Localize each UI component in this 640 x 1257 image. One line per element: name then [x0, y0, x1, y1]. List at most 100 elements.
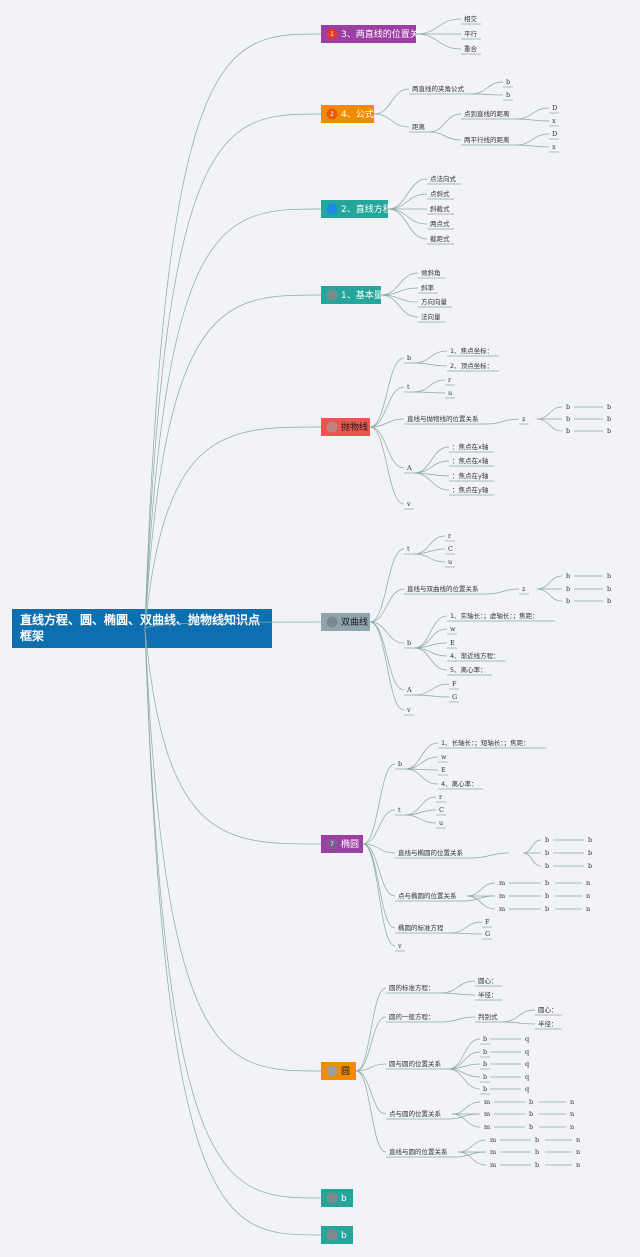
branch-hyper-1-0-link — [486, 588, 520, 595]
branch-parab-0-1-link — [413, 362, 448, 367]
branch-circle-3-0-row-c-0: n — [570, 1098, 574, 1106]
branch-basic-3-label: 法向量 — [421, 312, 441, 321]
branch-circle-2-1-label: b — [483, 1048, 487, 1056]
branch-ellipse-4-label: 椭圆的标准方程 — [398, 923, 444, 932]
branch-line-3-link — [387, 208, 428, 225]
branch-circle-2-3-value: q — [525, 1073, 529, 1081]
branch-hyper-2-3-link — [413, 647, 448, 657]
branch-b1-label: b — [341, 1194, 347, 1204]
branch-basic-0-link — [380, 272, 419, 296]
branch-line-1-label: 点斜式 — [430, 189, 450, 198]
branch-circle-3-0-row-a-0: m — [484, 1098, 490, 1106]
branch-circle-2-4-label: b — [483, 1085, 487, 1093]
branch-ellipse-2-0-grid-b-2: b — [588, 862, 592, 870]
branch-circle-4-0-row-c-2: n — [576, 1161, 580, 1169]
branch-circle-0-1-label: 半径： — [478, 990, 498, 999]
branch-ellipse-3-0-row-c-2: n — [586, 905, 590, 913]
branch-ellipse-2-0-grid-b-1: b — [588, 849, 592, 857]
branch-ellipse-3-0-row-a-2: m — [499, 905, 505, 913]
branch-hyper-0-link — [369, 548, 405, 623]
branch-parab-1-0-label: r — [448, 376, 452, 384]
branch-circle-4-0-row-link-2 — [457, 1151, 487, 1166]
branch-circle-3-0-row-c-2: n — [570, 1123, 574, 1131]
branch-ellipse-3-0-row-c-0: n — [586, 879, 590, 887]
branch-basic-label: 1、基本量 — [341, 289, 383, 301]
branch-parab-2-0-grid-link-2 — [536, 418, 563, 432]
branch-basic-2-label: 方向向量 — [421, 297, 448, 306]
branch-ellipse-label: 椭圆 — [341, 838, 359, 850]
branch-parab-link — [144, 426, 322, 629]
branch-parab-3-2-label: ：焦点在y轴 — [452, 471, 489, 480]
branch-formula-1-0-1-link — [515, 118, 550, 122]
branch-ellipse-2-0-link — [470, 852, 510, 859]
branch-circle-2-link — [355, 1063, 387, 1072]
branch-ellipse-1-2-label: u — [439, 819, 443, 827]
branch-circle-2-2-value: q — [525, 1060, 529, 1068]
branch-ellipse-5-label: v — [397, 942, 402, 950]
branch-formula-0-label: 两直线的夹角公式 — [412, 84, 465, 93]
branch-ellipse-link — [144, 627, 322, 845]
branch-hyper-0-0-label: r — [448, 532, 452, 540]
branch-ellipse-2-0-grid-a-1: b — [545, 849, 549, 857]
branch-line-0-link — [387, 178, 428, 210]
branch-ellipse-2-0-grid-link-2 — [522, 852, 542, 867]
branch-ellipse-1-link — [362, 809, 396, 845]
branch-pos-badge-number: 1 — [330, 31, 334, 38]
branch-line[interactable]: 2、直线方程 — [321, 200, 392, 218]
branch-parab-0-0-label: 1、焦点坐标： — [450, 346, 493, 355]
branch-basic-badge-icon — [326, 289, 338, 301]
branch-formula-1-1-label: 两平行线的距离 — [464, 135, 510, 144]
branch-parab-3-0-link — [413, 446, 450, 474]
branch-hyper-1-0-label: z — [522, 585, 526, 593]
branch-ellipse-1-label: t — [398, 806, 401, 814]
branch-hyper-1-0-grid-b-0: b — [607, 572, 611, 580]
branch-circle-4-0-row-a-0: m — [490, 1136, 496, 1144]
branch-basic[interactable]: 1、基本量 — [321, 286, 383, 304]
branch-circle-4-0-row-a-1: m — [490, 1148, 496, 1156]
branch-b2[interactable]: b — [321, 1226, 353, 1244]
branch-circle-2-0-link — [447, 1038, 481, 1070]
branch-circle-1-label: 圆的一般方程： — [389, 1012, 435, 1021]
branch-hyper-2-1-link — [413, 628, 448, 649]
branch-ellipse-2-0-grid-link-0 — [522, 839, 542, 854]
branch-hyper-2-label: b — [407, 639, 411, 647]
branch-circle-4-0-row-link-0 — [457, 1139, 487, 1153]
branch-parab[interactable]: 抛物线 — [321, 418, 370, 436]
branch-circle[interactable]: 圆 — [321, 1062, 356, 1080]
branch-ellipse-2-label: 直线与椭圆的位置关系 — [398, 848, 464, 857]
branch-hyper-1-0-grid-b-1: b — [607, 585, 611, 593]
branch-circle-0-0-link — [440, 980, 476, 994]
branch-basic-box — [321, 286, 381, 304]
branch-circle-3-link — [355, 1070, 387, 1115]
branch-b1-badge-icon — [326, 1192, 338, 1204]
branch-hyper-0-2-label: u — [448, 558, 452, 566]
branch-b1[interactable]: b — [321, 1189, 353, 1207]
branch-circle-0-link — [355, 987, 387, 1072]
branch-circle-4-label: 直线与圆的位置关系 — [389, 1147, 448, 1156]
branch-circle-4-0-row-b-2: b — [535, 1161, 539, 1169]
branch-parab-2-0-grid-b-0: b — [607, 403, 611, 411]
branch-ellipse-4-1-label: G — [485, 930, 490, 938]
branch-hyper[interactable]: 双曲线 — [321, 613, 370, 631]
branch-b1-link — [144, 627, 322, 1199]
branch-circle-1-0-0-label: 圆心： — [538, 1006, 558, 1014]
branch-circle-link — [144, 627, 322, 1072]
branch-hyper-2-0-label: 1、实轴长：；虚轴长：；焦距： — [450, 611, 539, 620]
branch-hyper-1-0-grid-a-0: b — [566, 572, 570, 580]
branch-b2-link — [144, 627, 322, 1236]
branch-hyper-0-0-link — [413, 535, 446, 555]
branch-circle-4-0-link — [454, 1151, 486, 1158]
branch-pos-2-link — [415, 33, 462, 50]
root-topic[interactable]: 直线方程、圆、椭圆、双曲线、抛物线知识点框架 — [12, 609, 272, 648]
branch-hyper-1-label: 直线与双曲线的位置关系 — [407, 584, 479, 593]
branch-parab-0-1-label: 2、顶点坐标： — [450, 361, 493, 370]
branch-ellipse-5-link — [362, 843, 396, 947]
branch-parab-1-label: t — [407, 383, 410, 391]
branch-circle-2-1-value: q — [525, 1048, 529, 1056]
branch-ellipse-3-0-row-b-2: b — [545, 905, 549, 913]
branch-circle-badge-icon — [326, 1065, 338, 1077]
